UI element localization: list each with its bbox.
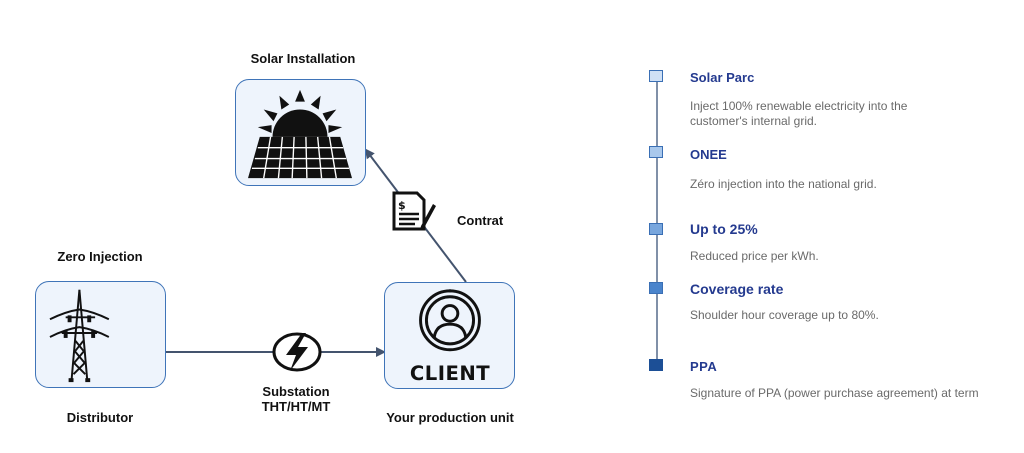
timeline-item-description: Reduced price per kWh.: [690, 249, 819, 263]
timeline-marker: [649, 223, 663, 235]
substation-label: Substation THT/HT/MT: [250, 384, 342, 414]
svg-text:$: $: [398, 199, 406, 212]
contract-label: Contrat: [457, 213, 504, 228]
timeline-item-description: Inject 100% renewable electricity into t…: [690, 99, 908, 128]
timeline-item-title: PPA: [690, 359, 718, 374]
lightning-icon: [270, 330, 324, 374]
solar-panel-icon: [248, 89, 353, 179]
solar-node-title: Solar Installation: [250, 51, 356, 66]
timeline-item-description: Signature of PPA (power purchase agreeme…: [690, 386, 979, 400]
client-node-caption: Your production unit: [386, 410, 514, 425]
client-node[interactable]: CLIENT: [384, 282, 515, 389]
solar-node[interactable]: [235, 79, 366, 186]
timeline-marker: [649, 146, 663, 158]
timeline-item-title: Up to 25%: [690, 221, 758, 237]
client-icon: CLIENT: [410, 289, 490, 385]
timeline-item-title: ONEE: [690, 147, 727, 162]
contract-icon: $: [391, 190, 437, 232]
distributor-node-caption: Distributor: [66, 410, 134, 425]
substation-label-line1: Substation: [262, 384, 330, 399]
distributor-node-title: Zero Injection: [57, 249, 143, 264]
client-icon-text: CLIENT: [410, 362, 490, 385]
timeline-marker: [649, 359, 663, 371]
power-pylon-icon: [49, 289, 110, 383]
timeline-item-title: Coverage rate: [690, 281, 784, 297]
timeline-marker: [649, 70, 663, 82]
distributor-node[interactable]: [35, 281, 166, 388]
substation-label-line2: THT/HT/MT: [261, 399, 331, 414]
timeline-marker: [649, 282, 663, 294]
timeline-item-title: Solar Parc: [690, 70, 755, 85]
timeline-item-description: Shoulder hour coverage up to 80%.: [690, 308, 879, 322]
timeline-item-description: Zéro injection into the national grid.: [690, 177, 877, 191]
